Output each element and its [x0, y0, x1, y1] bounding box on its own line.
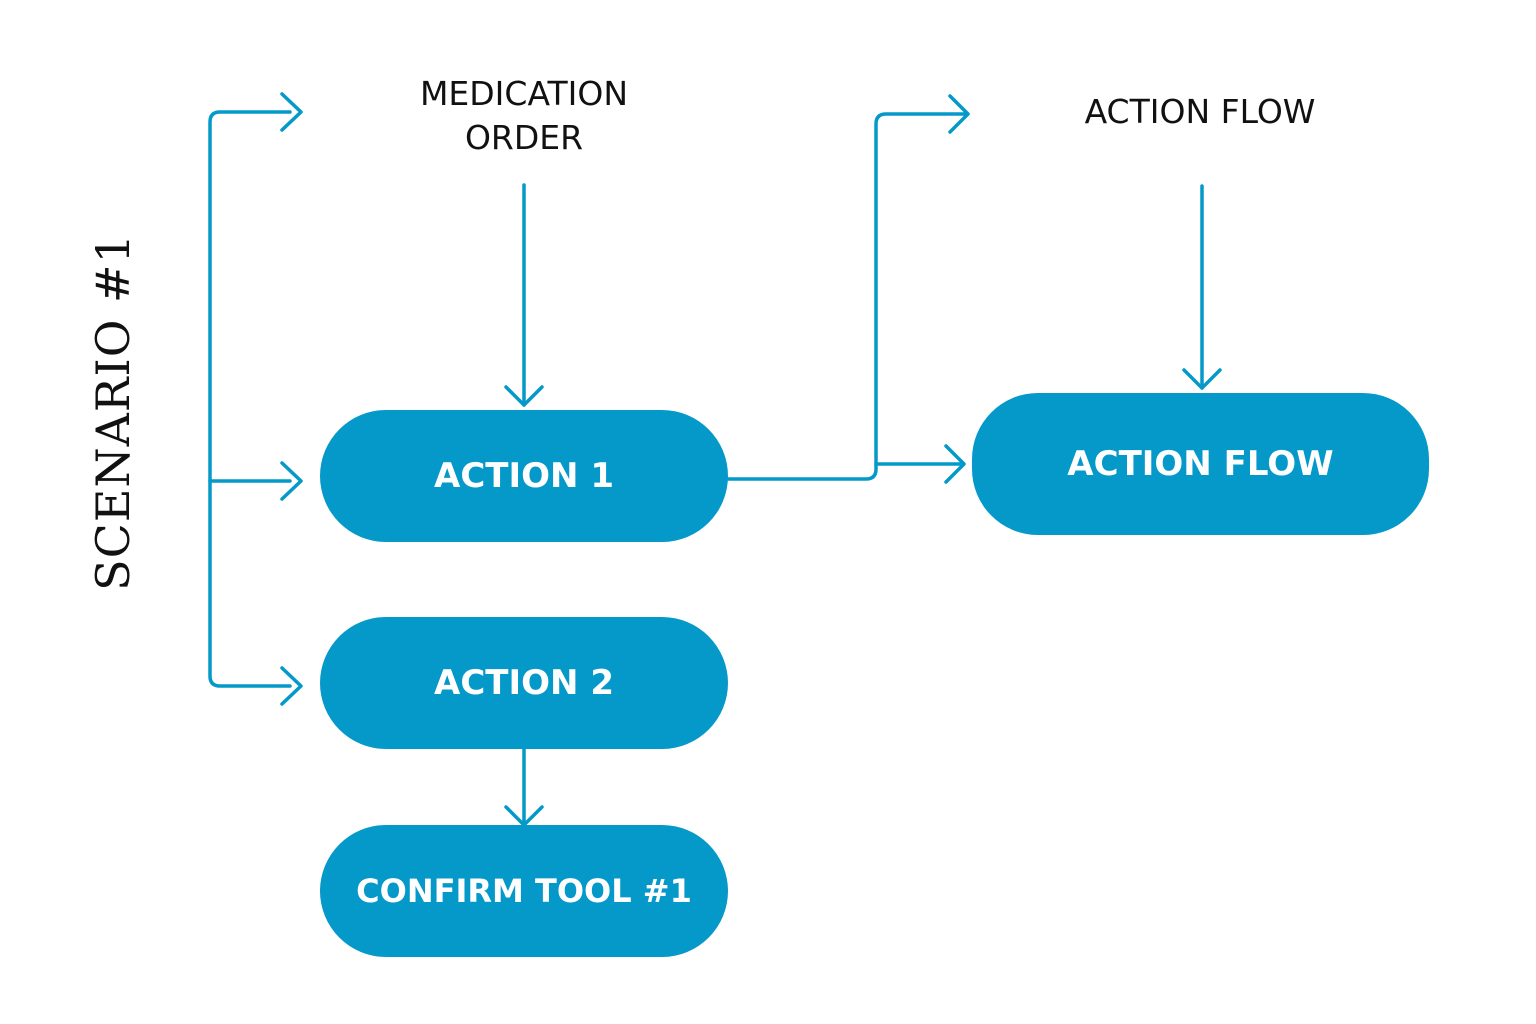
arrow-to-medication-order-icon: [280, 92, 303, 132]
arrow-to-action1-icon: [280, 461, 303, 501]
scenario-title: SCENARIO #1: [86, 233, 140, 591]
action1-to-branch-line: [726, 112, 968, 481]
arrow-to-action2-icon: [280, 666, 303, 706]
arrow-to-action-flow-header-icon: [948, 94, 970, 134]
action2-node[interactable]: ACTION 2: [320, 617, 728, 749]
action-flow-node[interactable]: ACTION FLOW: [972, 393, 1429, 535]
action-flow-node-label: ACTION FLOW: [1067, 444, 1334, 484]
confirm-tool-node-label: CONFIRM TOOL #1: [356, 872, 692, 910]
scenario-bracket-line: [208, 110, 292, 688]
action1-node-label: ACTION 1: [434, 456, 614, 496]
action2-node-label: ACTION 2: [434, 663, 614, 703]
arrow-to-action-flow-node-icon: [944, 444, 966, 484]
arrow-down-action1-icon: [504, 385, 544, 407]
confirm-tool-node[interactable]: CONFIRM TOOL #1: [320, 825, 728, 957]
medication-order-label: MEDICATION ORDER: [419, 74, 629, 157]
arrow-down-action-flow-icon: [1182, 368, 1222, 390]
action-flow-header-label: ACTION FLOW: [1084, 92, 1316, 131]
action1-node[interactable]: ACTION 1: [320, 410, 728, 542]
